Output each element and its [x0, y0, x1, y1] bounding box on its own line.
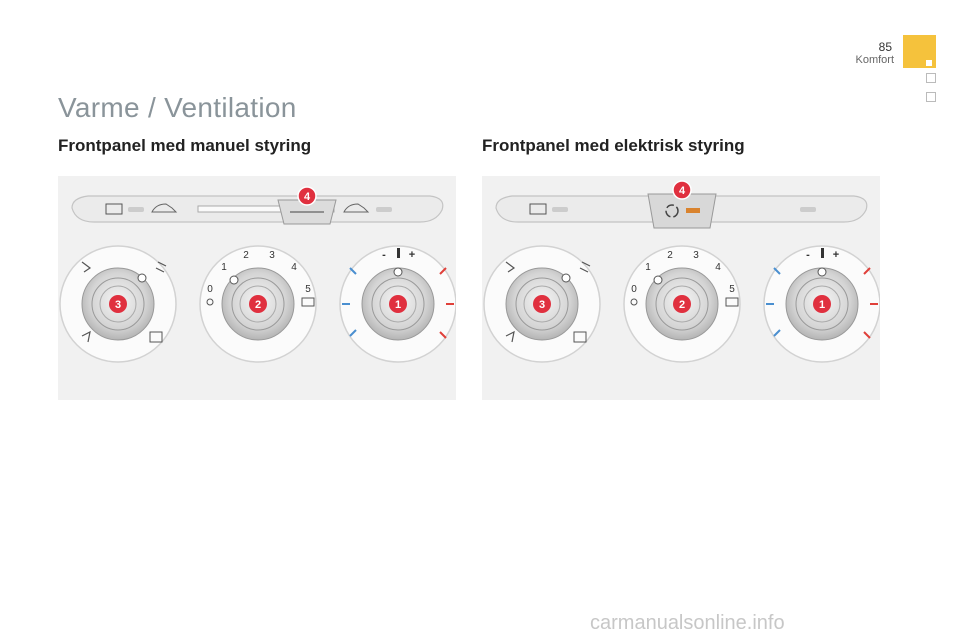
left-panel-heading: Frontpanel med manuel styring [58, 136, 312, 155]
hot-mark-bottom [439, 331, 447, 339]
fan-speed-3: 3 [693, 250, 699, 261]
callout-2 [673, 295, 691, 313]
hot-mark-top [439, 267, 447, 275]
callout-4-label: 4 [304, 191, 311, 203]
cold-mark-bottom [773, 329, 781, 337]
fan-speed-5: 5 [729, 284, 735, 295]
rear-defrost-icon[interactable] [529, 203, 547, 215]
page-title: Varme / Ventilation [58, 92, 297, 123]
callout-1-label: 1 [395, 299, 401, 311]
feet-vent-icon [81, 330, 91, 343]
ac-indicator [393, 267, 403, 277]
fan-speed-4: 4 [715, 262, 721, 273]
thermometer-icon [397, 248, 400, 258]
section-label: Komfort [855, 54, 894, 66]
section-tab-empty-2[interactable] [926, 92, 936, 102]
callout-2 [249, 295, 267, 313]
fan-speed-5: 5 [305, 284, 311, 295]
cold-mark-top [349, 267, 357, 275]
recirculation-icon [665, 204, 679, 218]
strip-slot-right [800, 207, 816, 212]
temp-plus: + [833, 249, 839, 261]
hot-mark-top [863, 267, 871, 275]
feet-vent-icon [505, 330, 515, 343]
fan-icon [630, 298, 638, 306]
windscreen-feet-icon [155, 261, 167, 273]
callout-4-label: 4 [679, 185, 686, 197]
fan-speed-1: 1 [645, 262, 651, 273]
fan-speed-2: 2 [667, 250, 673, 261]
right-panel-heading: Frontpanel med elektrisk styring [482, 136, 745, 155]
face-vent-icon [81, 261, 92, 273]
callout-4 [672, 180, 692, 200]
callout-3 [533, 295, 551, 313]
rear-defrost-icon[interactable] [105, 203, 123, 215]
fan-speed-2: 2 [243, 250, 249, 261]
fan-indicator [229, 275, 239, 285]
temp-plus: + [409, 249, 415, 261]
thermometer-icon [821, 248, 824, 258]
callout-1 [389, 295, 407, 313]
fresh-air-car-icon [343, 203, 370, 213]
fan-speed-0: 0 [631, 284, 637, 295]
ac-indicator [817, 267, 827, 277]
strip-slot-left [552, 207, 568, 212]
callout-3 [109, 295, 127, 313]
fan-speed-4: 4 [291, 262, 297, 273]
windscreen-defrost-icon [573, 331, 587, 343]
callout-1 [813, 295, 831, 313]
car-recirc-icon [151, 203, 178, 213]
callout-3-label: 3 [115, 299, 121, 311]
temp-minus: - [806, 249, 810, 261]
recirculation-button[interactable] [647, 193, 717, 229]
distribution-indicator [137, 273, 147, 283]
page-number: 85 [878, 40, 892, 54]
cold-mark-bottom [349, 329, 357, 337]
cold-mark-top [773, 267, 781, 275]
callout-1-label: 1 [819, 299, 825, 311]
windscreen-feet-icon [579, 261, 591, 273]
windscreen-defrost-icon [149, 331, 163, 343]
strip-slot-left [128, 207, 144, 212]
fan-icon [206, 298, 214, 306]
hot-mark-bottom [863, 331, 871, 339]
strip-slot-right [376, 207, 392, 212]
electric-control-panel: 4 3 2 0 1 2 3 4 5 1 - + [482, 176, 880, 400]
distribution-indicator [561, 273, 571, 283]
fan-speed-1: 1 [221, 262, 227, 273]
recirculation-led [686, 208, 700, 213]
section-tab-empty-1[interactable] [926, 73, 936, 83]
fan-speed-3: 3 [269, 250, 275, 261]
face-vent-icon [505, 261, 516, 273]
section-tab-marker [926, 60, 932, 66]
max-defrost-icon [301, 297, 315, 307]
callout-4 [297, 186, 317, 206]
max-defrost-icon [725, 297, 739, 307]
callout-3-label: 3 [539, 299, 545, 311]
manual-control-panel: 4 3 2 0 1 2 3 4 5 1 - + [58, 176, 456, 400]
fan-indicator [653, 275, 663, 285]
watermark: carmanualsonline.info [590, 612, 785, 634]
fan-speed-0: 0 [207, 284, 213, 295]
temp-minus: - [382, 249, 386, 261]
callout-2-label: 2 [679, 299, 685, 311]
callout-2-label: 2 [255, 299, 261, 311]
